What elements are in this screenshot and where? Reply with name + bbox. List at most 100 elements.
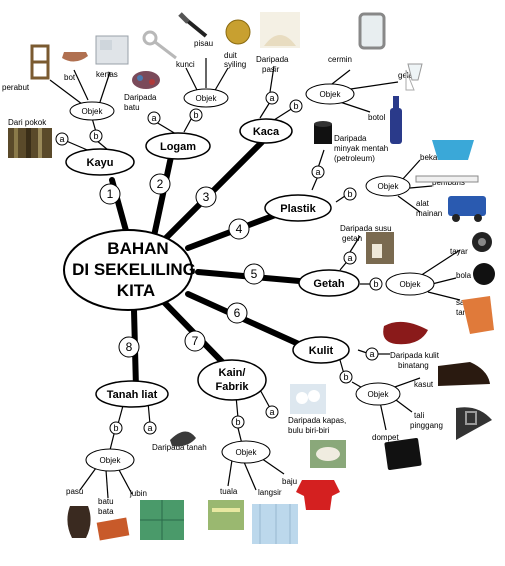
logam-item-kunci: kunci [176, 60, 195, 69]
marker-a-logam: a [147, 111, 161, 125]
objek-kulit: Objek [355, 382, 401, 406]
marker-a-kulit: a [365, 347, 379, 361]
tiles-picture [140, 500, 184, 540]
svg-text:a: a [315, 167, 320, 177]
svg-text:a: a [347, 253, 352, 263]
kaca-item-gelas: gelas [398, 71, 417, 80]
svg-text:a: a [147, 423, 152, 433]
boat-picture [62, 52, 88, 62]
svg-text:Getah: Getah [313, 278, 344, 290]
objek-getah: Objek [385, 272, 435, 296]
ab-markers: a b a b a b a b a b a b a b a b [55, 91, 383, 435]
bottle-picture [390, 96, 402, 144]
svg-text:5: 5 [251, 267, 258, 281]
svg-text:4: 4 [236, 222, 243, 236]
marker-a-kain: a [265, 405, 279, 419]
getah-item-tayar: tayar [450, 247, 468, 256]
branch-number-2: 2 [149, 173, 171, 195]
svg-text:b: b [293, 101, 298, 111]
objek-kaca: Objek [305, 83, 355, 105]
svg-text:Kulit: Kulit [309, 345, 334, 357]
objek-kain: Objek [221, 440, 271, 464]
kain-item-langsir: langsir [258, 488, 282, 497]
tanah-source: Daripada tanah [152, 443, 207, 452]
objek-logam: Objek [183, 88, 229, 108]
kain-source-2: bulu biri-biri [288, 426, 330, 435]
marker-a-kayu: a [55, 132, 69, 146]
svg-text:Objek: Objek [400, 280, 422, 289]
kaca-source-2: pasir [262, 65, 280, 74]
svg-text:b: b [373, 279, 378, 289]
marker-b-kaca: b [289, 99, 303, 113]
brick-picture [96, 517, 130, 541]
branch-number-8: 8 [118, 336, 140, 358]
ore-picture [132, 71, 160, 89]
node-plastik: Plastik [264, 194, 332, 222]
svg-text:1: 1 [107, 187, 114, 201]
hide-picture [383, 321, 428, 345]
svg-text:Objek: Objek [100, 456, 122, 465]
objek-plastik: Objek [365, 175, 411, 197]
svg-text:Objek: Objek [196, 94, 218, 103]
glass-picture [405, 63, 423, 91]
towel-picture [208, 500, 244, 530]
kayu-item-perabut: perabut [2, 83, 30, 92]
tyre-picture [472, 232, 492, 252]
petroleum-picture [314, 121, 332, 144]
marker-b-kulit: b [339, 370, 353, 384]
tanah-item-jubin: jubin [129, 489, 147, 498]
svg-text:a: a [269, 407, 274, 417]
shoe-picture [438, 362, 490, 386]
objek-tanah: Objek [85, 448, 135, 472]
glove-picture [462, 296, 494, 334]
svg-text:a: a [151, 113, 156, 123]
tanah-item-pasu: pasu [66, 487, 83, 496]
pictures [8, 12, 495, 544]
objek-kayu: Objek [69, 101, 115, 121]
marker-b-kayu: b [89, 129, 103, 143]
svg-text:Kaca: Kaca [253, 126, 280, 138]
svg-text:a: a [269, 93, 274, 103]
branch-number-6: 6 [226, 302, 248, 324]
kain-item-baju: baju [282, 477, 297, 486]
svg-text:Objek: Objek [82, 107, 104, 116]
logam-item-pisau: pisau [194, 39, 213, 48]
plastik-source-2: minyak mentah [334, 144, 388, 153]
marker-b-kain: b [231, 415, 245, 429]
key-picture [142, 30, 177, 60]
svg-text:Logam: Logam [160, 141, 196, 153]
vase-picture [67, 506, 91, 538]
latex-picture [366, 232, 394, 264]
sheep-picture [310, 440, 346, 468]
svg-text:Plastik: Plastik [280, 203, 316, 215]
objek-nodes: Objek Objek Objek Objek Objek Objek Obje… [69, 83, 435, 472]
marker-b-getah: b [369, 277, 383, 291]
node-kayu: Kayu [65, 148, 135, 176]
logam-item-duit: duit [224, 51, 238, 60]
mirror-picture [358, 12, 386, 50]
svg-text:b: b [235, 417, 240, 427]
branch-number-1: 1 [99, 183, 121, 205]
plastik-item-alat: alat [416, 199, 430, 208]
center-node: BAHAN DI SEKELILING KITA [63, 229, 196, 311]
kulit-source: Daripada kulit [390, 351, 440, 360]
knife-picture [178, 12, 208, 38]
marker-b-plastik: b [343, 187, 357, 201]
plastik-source-3: (petroleum) [334, 154, 375, 163]
marker-a-getah: a [343, 251, 357, 265]
node-getah: Getah [298, 269, 360, 297]
center-line-1: BAHAN [107, 239, 168, 258]
coin-picture [225, 19, 251, 45]
marker-a-plastik: a [311, 165, 325, 179]
svg-text:Objek: Objek [368, 390, 390, 399]
curtain-picture [252, 504, 298, 544]
plastik-source: Daripada [334, 134, 367, 143]
logam-source-2: batu [124, 103, 140, 112]
kayu-source: Dari pokok [8, 118, 47, 127]
node-kaca: Kaca [239, 118, 293, 144]
kulit-item-pinggang: pinggang [410, 421, 443, 430]
container-picture [432, 140, 474, 160]
svg-text:8: 8 [126, 340, 133, 354]
branch-number-7: 7 [184, 330, 206, 352]
svg-text:b: b [193, 110, 198, 120]
